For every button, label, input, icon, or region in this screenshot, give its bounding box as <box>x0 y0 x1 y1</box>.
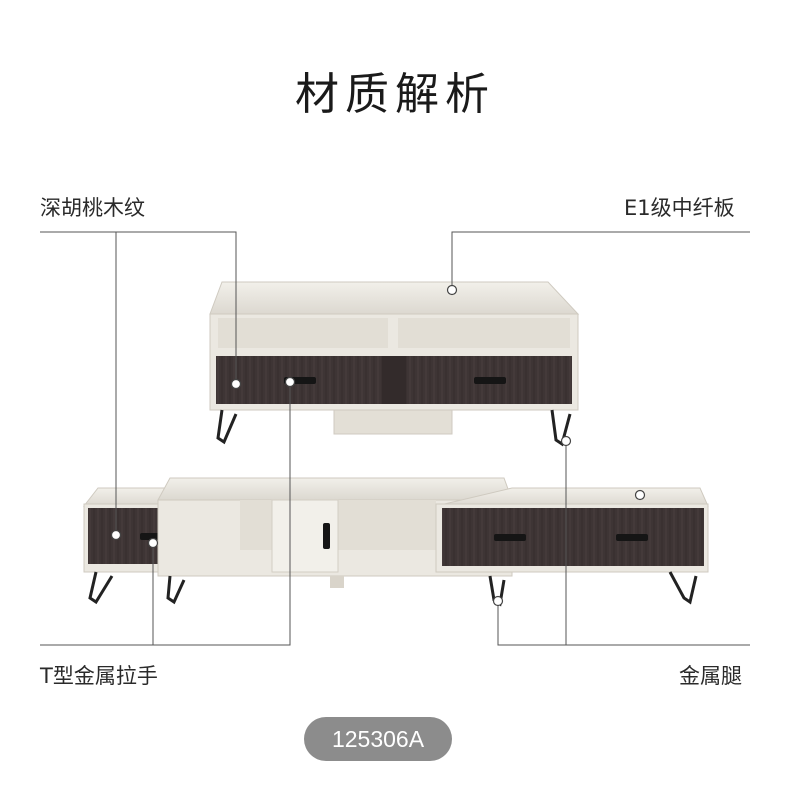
label-metal-legs: 金属腿 <box>679 664 742 688</box>
label-e1-mdf-board: E1级中纤板 <box>624 196 735 220</box>
lower-cabinet <box>82 477 709 607</box>
t-handle <box>323 523 330 549</box>
label-t-metal-handle: T型金属拉手 <box>40 664 158 688</box>
metal-leg <box>166 575 186 605</box>
metal-leg <box>550 409 572 447</box>
metal-leg <box>88 571 114 605</box>
callout-dots <box>110 284 646 607</box>
metal-leg <box>668 571 698 605</box>
callout-lines <box>40 231 750 646</box>
t-handle <box>474 377 506 384</box>
model-code-badge: 125306A <box>304 717 452 761</box>
walnut-drawer <box>442 508 704 566</box>
page-title: 材质解析 <box>295 69 495 120</box>
label-walnut-grain: 深胡桃木纹 <box>40 196 145 220</box>
metal-leg <box>216 409 238 445</box>
upper-cabinet <box>209 281 580 447</box>
t-handle <box>494 534 526 541</box>
t-handle <box>616 534 648 541</box>
